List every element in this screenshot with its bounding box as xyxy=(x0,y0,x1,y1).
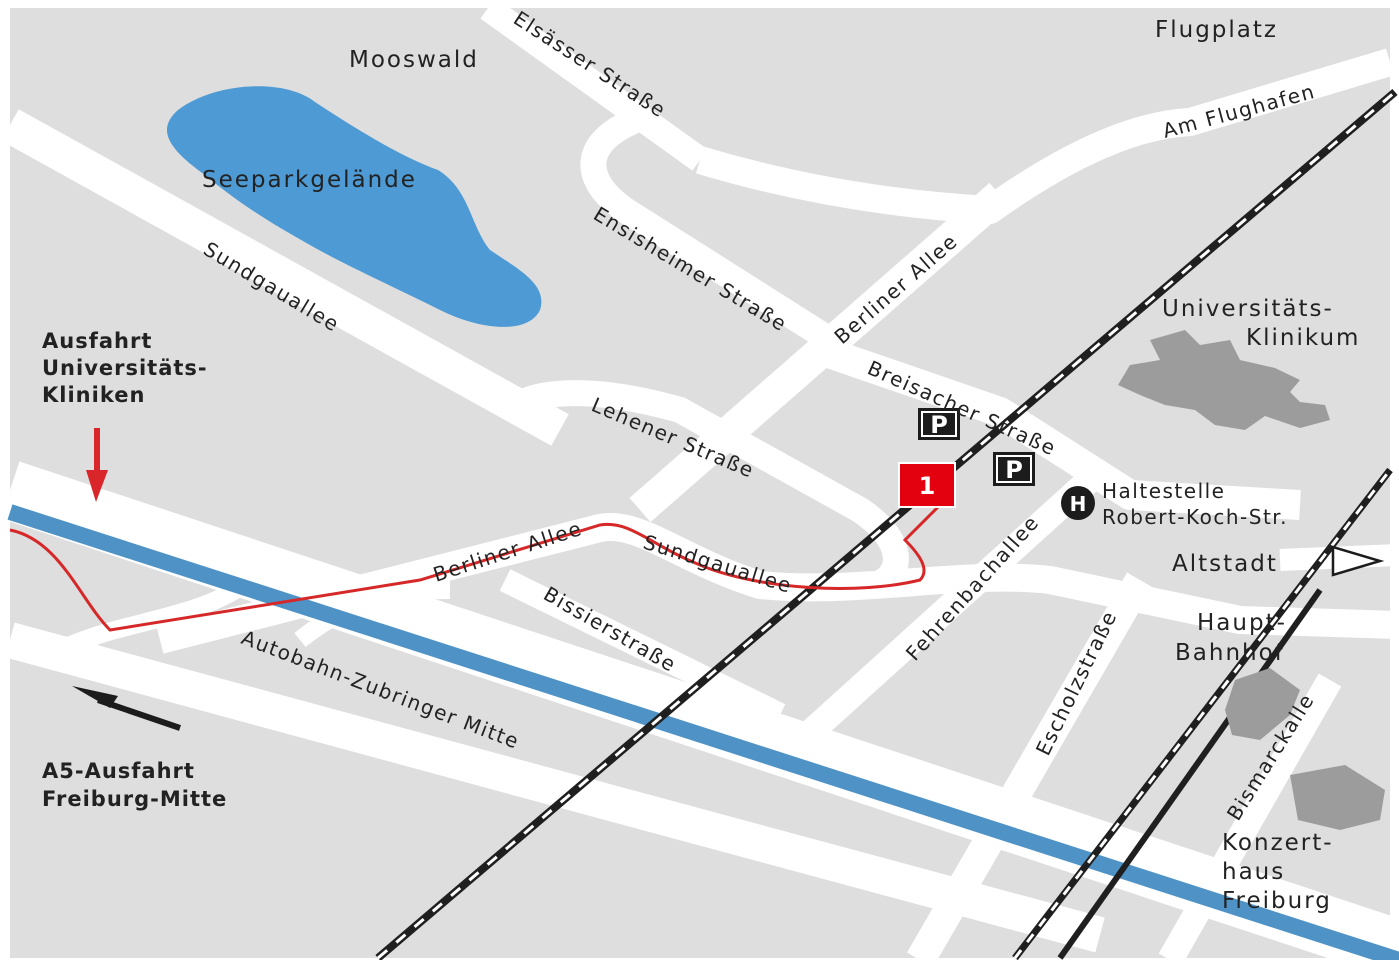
arrow-ausfahrt-icon xyxy=(86,428,108,502)
arrow-a5-icon xyxy=(72,686,181,731)
label-konzert-line2: haus xyxy=(1222,859,1285,885)
road-bissier xyxy=(499,569,786,726)
svg-text:H: H xyxy=(1070,492,1087,516)
rail-hbf xyxy=(1057,588,1323,960)
note-ausfahrt-line3: Kliniken xyxy=(42,383,145,407)
label-konzert-line1: Konzert- xyxy=(1222,830,1334,856)
road-breisacher xyxy=(815,335,1301,520)
parking-icon: P xyxy=(918,408,960,440)
label-uni-line2: Klinikum xyxy=(1246,325,1360,351)
note-a5-line2: Freiburg-Mitte xyxy=(42,787,227,811)
rail-east-ties xyxy=(1013,469,1392,959)
road-elsaesser xyxy=(480,0,708,171)
label-seepark: Seeparkgelände xyxy=(202,167,417,193)
svg-text:1: 1 xyxy=(919,472,936,500)
note-ausfahrt-line2: Universitäts- xyxy=(42,356,208,380)
destination-marker-icon: 1 xyxy=(898,462,956,508)
label-altstadt: Altstadt xyxy=(1172,551,1278,577)
road-fehrenbach xyxy=(771,465,1104,770)
label-uni-line1: Universitäts- xyxy=(1162,296,1334,322)
notes: Ausfahrt Universitäts- Kliniken A5-Ausfa… xyxy=(42,329,227,811)
label-haltestelle-line2: Robert-Koch-Str. xyxy=(1102,505,1288,529)
rail-main-ties xyxy=(377,90,1396,960)
canal xyxy=(7,504,1399,960)
label-konzert-line3: Freiburg xyxy=(1222,888,1332,914)
svg-text:P: P xyxy=(930,411,948,439)
road-ramp xyxy=(294,581,451,648)
label-mooswald: Mooswald xyxy=(349,47,479,73)
label-flugplatz: Flugplatz xyxy=(1155,17,1278,43)
road-ensisheimer-loop xyxy=(580,102,837,351)
road-ramp xyxy=(55,572,256,659)
lake-seepark xyxy=(166,86,542,327)
label-hbf-line2: Bahnhof xyxy=(1175,640,1285,666)
road-sundgauallee-west xyxy=(1,109,569,446)
label-haltestelle-line1: Haltestelle xyxy=(1102,479,1225,503)
railways xyxy=(375,88,1398,960)
buildings xyxy=(1118,330,1385,830)
road-zubringer-south xyxy=(5,622,1105,953)
note-ausfahrt-line1: Ausfahrt xyxy=(42,329,152,353)
road-zubringer-north xyxy=(0,461,1399,960)
road-lehener xyxy=(501,380,909,598)
label-hbf-line1: Haupt- xyxy=(1197,610,1287,636)
parking-icon: P xyxy=(993,452,1035,486)
route-line xyxy=(9,493,952,632)
tram-stop-icon: H xyxy=(1061,486,1095,520)
building-hauptbahnhof xyxy=(1225,668,1300,740)
triangle-arrow-icon xyxy=(1331,545,1385,577)
building-uniklinikum xyxy=(1118,330,1330,430)
svg-text:P: P xyxy=(1005,456,1023,484)
note-a5-line1: A5-Ausfahrt xyxy=(42,759,195,783)
place-labels: Mooswald Flugplatz Seeparkgelände Univer… xyxy=(202,17,1360,914)
building-konzerthaus xyxy=(1290,765,1385,830)
